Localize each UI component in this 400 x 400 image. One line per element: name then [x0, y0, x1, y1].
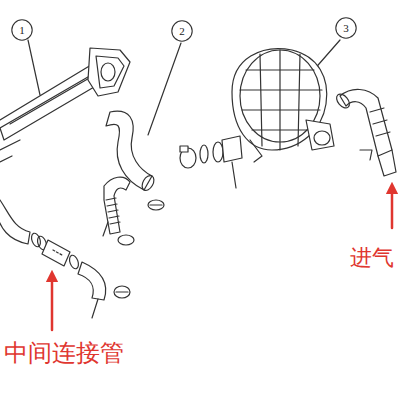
callout-circle: 3 — [335, 17, 357, 39]
air-filter-housing — [232, 49, 334, 162]
callout-circle: 1 — [11, 19, 33, 41]
lower-pipe-run — [0, 200, 130, 318]
callout-circle-shape — [336, 18, 356, 38]
callout-number: 2 — [179, 26, 185, 37]
clamp-and-rings — [180, 136, 242, 188]
leader-line — [28, 40, 40, 95]
callout-circle-shape — [172, 21, 192, 41]
red-annotation: 中间连接管 — [2, 340, 126, 366]
callout-circle: 2 — [171, 20, 193, 42]
leader-line — [148, 43, 181, 135]
intake-elbow — [334, 89, 396, 176]
callout-circle-shape — [12, 20, 32, 40]
callout-number: 1 — [19, 25, 25, 36]
middle-connector-tube — [42, 240, 70, 266]
red-annotation: 进气 — [348, 246, 396, 270]
bracket-pipe — [0, 48, 130, 162]
red-arrow — [391, 188, 394, 228]
corrugated-hose — [103, 177, 134, 245]
red-arrow — [51, 276, 54, 330]
callout-number: 3 — [343, 23, 349, 34]
